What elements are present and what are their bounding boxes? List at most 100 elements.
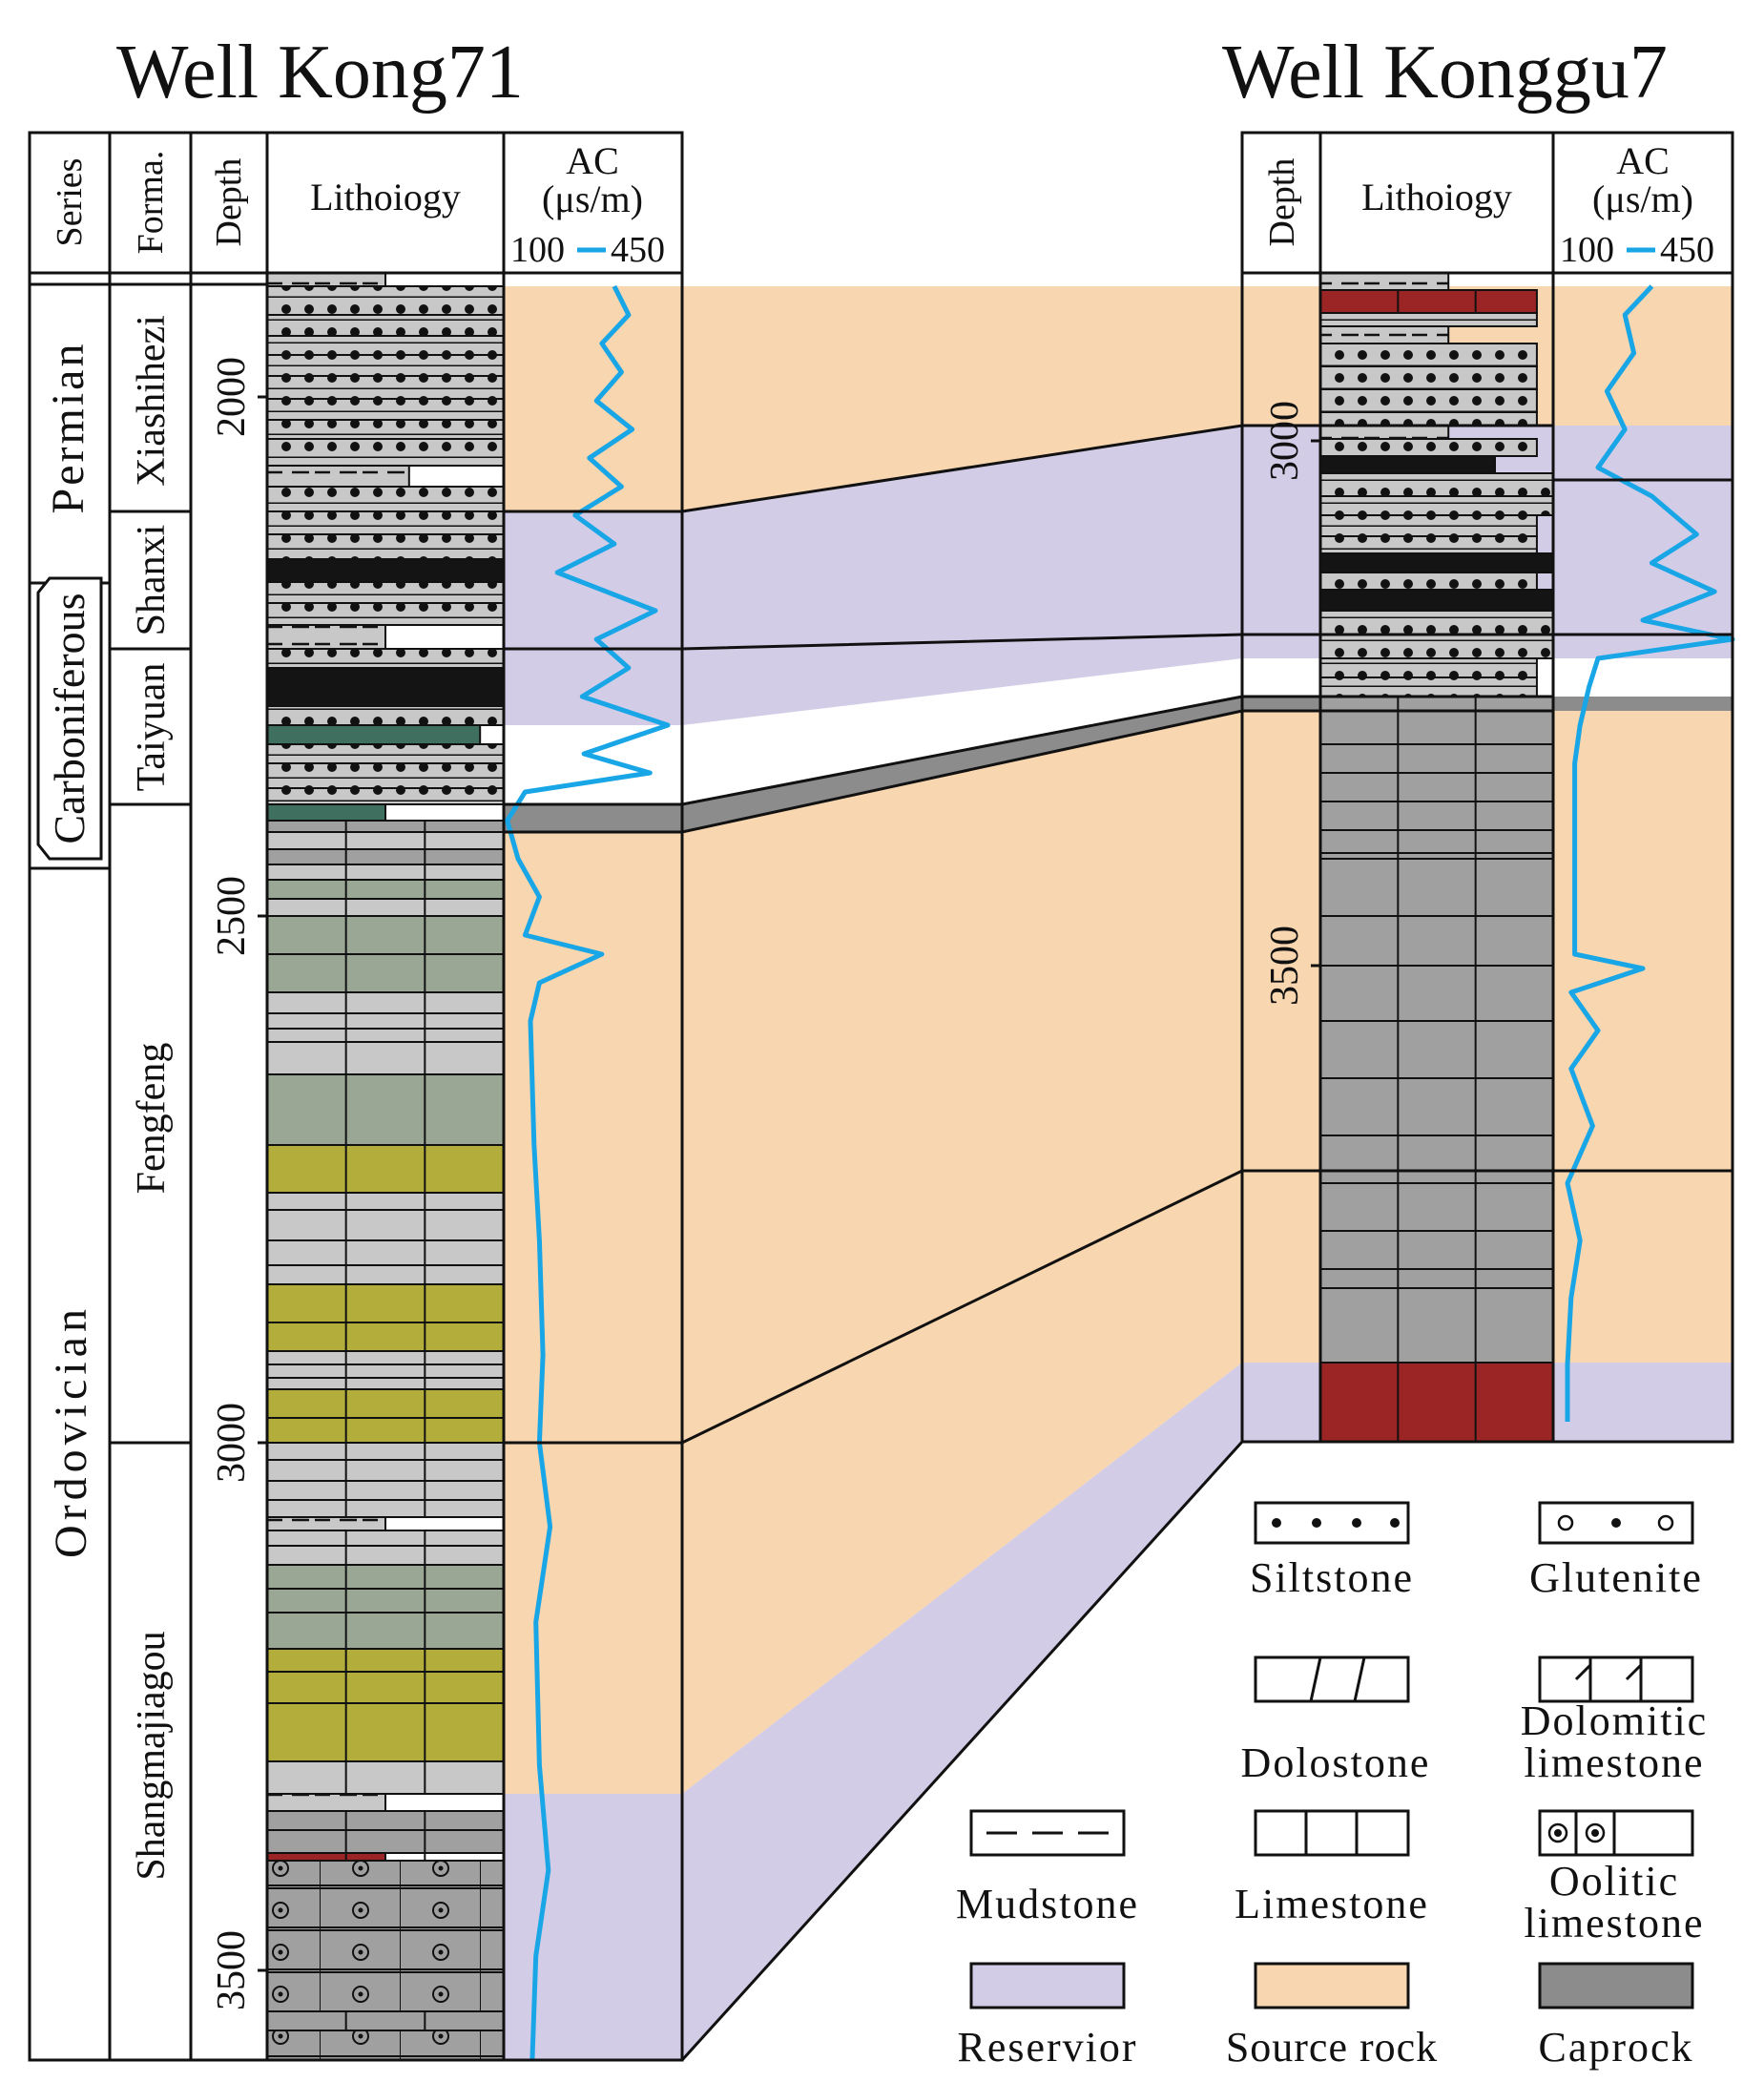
kong71-layer xyxy=(266,898,505,917)
kong71-layer xyxy=(266,787,505,805)
legend-source-rock-label: Source rock xyxy=(1226,2024,1438,2071)
kong71-layer xyxy=(266,314,505,337)
kong71-layer xyxy=(266,820,505,833)
kong71-layer xyxy=(266,1283,505,1323)
kong71-layer xyxy=(266,1417,505,1444)
series-header: Series xyxy=(50,158,90,247)
ac-header-title: AC xyxy=(566,139,619,182)
kong71-layer xyxy=(266,879,505,900)
konggu7-depth-ticks xyxy=(1311,439,1320,968)
legend-glutenite-swatch xyxy=(1538,1501,1694,1545)
kong71-layer xyxy=(266,1545,505,1566)
depth-label-3000: 3000 xyxy=(210,1403,254,1483)
kong71-layer xyxy=(266,335,505,356)
kong71-layer xyxy=(266,486,505,512)
legend-caprock-swatch xyxy=(1538,1962,1694,2009)
kong71-layer xyxy=(266,743,505,764)
legend-dolomitic-label-2: limestone xyxy=(1524,1739,1704,1786)
konggu7-frame xyxy=(1240,131,1734,1444)
konggu7-layer xyxy=(1319,289,1538,314)
legend-reservoir-swatch xyxy=(969,1962,1126,2009)
kong71-layer xyxy=(266,2010,505,2031)
legend-oolitic-label-2: limestone xyxy=(1524,1900,1704,1947)
legend-dolostone-swatch xyxy=(1254,1655,1410,1703)
konggu7-layer xyxy=(1319,915,1554,967)
ac-scale-min: 100 xyxy=(510,230,565,270)
konggu7-layer xyxy=(1319,858,1554,917)
corr-line-lower-reservoir-top xyxy=(680,1440,1244,2062)
kong71-layer xyxy=(266,285,505,316)
konggu7-layer xyxy=(1319,1020,1554,1079)
konggu7-layer xyxy=(1319,634,1554,659)
konggu7-layer xyxy=(1319,535,1538,554)
kong71-layer xyxy=(266,667,505,707)
konggu7-layer xyxy=(1319,710,1554,745)
kong71-layer xyxy=(266,419,505,440)
legend: Siltstone Glutenite Dolostone Dolomitic … xyxy=(956,1501,1708,2071)
konggu7-layer xyxy=(1319,657,1538,678)
legend-limestone-swatch xyxy=(1254,1809,1410,1857)
ac-scale-min-right: 100 xyxy=(1560,230,1614,270)
kong71-layer xyxy=(266,1702,505,1762)
kong71-layer xyxy=(266,705,505,726)
konggu7-layer xyxy=(1319,514,1538,537)
kong71-layer xyxy=(266,724,482,745)
kong71-layer xyxy=(266,624,386,650)
kong71-layer xyxy=(266,1860,505,1886)
depth-header: Depth xyxy=(209,158,249,247)
konggu7-layer xyxy=(1319,572,1538,591)
kong71-layer xyxy=(266,602,505,626)
kong71-layer xyxy=(266,1648,505,1673)
ac-scale-max-right: 450 xyxy=(1660,230,1714,270)
kong71-layer xyxy=(266,533,505,560)
legend-glutenite-label: Glutenite xyxy=(1529,1554,1703,1601)
kong71-layer xyxy=(266,1459,505,1482)
konggu7-layer xyxy=(1319,552,1554,573)
kong71-layer xyxy=(266,648,505,669)
kong71-layer xyxy=(266,398,505,421)
konggu7-layer xyxy=(1319,1362,1554,1443)
ac-header-unit-right: (μs/m) xyxy=(1592,177,1693,220)
legend-mudstone-swatch xyxy=(969,1809,1126,1857)
legend-siltstone-swatch xyxy=(1254,1501,1410,1545)
ac-scale-max: 450 xyxy=(611,230,665,270)
kong71-layer xyxy=(266,375,505,400)
kong71-layer xyxy=(266,1760,505,1795)
well-kong71-title: Well Kong71 xyxy=(116,31,524,115)
konggu7-layer xyxy=(1319,1135,1554,1184)
legend-source-rock-swatch xyxy=(1254,1962,1410,2009)
formation-fengfeng: Fengfeng xyxy=(130,1043,174,1195)
kong71-layer xyxy=(266,2030,505,2061)
kong71-layer xyxy=(266,803,386,822)
kong71-layer xyxy=(266,1810,505,1831)
kong71-layer xyxy=(266,1028,505,1043)
kong71-layer xyxy=(266,1671,505,1704)
kong71-ac-log-curve xyxy=(505,284,671,2061)
kong71-layer xyxy=(266,581,505,604)
kong71-layer xyxy=(266,991,505,1014)
kong71-layer xyxy=(266,1209,505,1241)
series-ordovician: Ordovician xyxy=(46,1304,96,1558)
kong71-layer xyxy=(266,1499,505,1518)
kong71-lithology-column xyxy=(266,272,505,2061)
konggu7-layer xyxy=(1319,312,1538,327)
series-carboniferous: Carboniferous xyxy=(45,593,93,843)
konggu7-layer xyxy=(1319,272,1450,291)
reservoir-band-lower xyxy=(504,1363,1733,2060)
kong71-layer xyxy=(266,1968,505,2012)
kong71-layer xyxy=(266,1530,505,1547)
depth-label-right-3000: 3000 xyxy=(1263,401,1307,481)
legend-oolitic-limestone-swatch xyxy=(1538,1809,1694,1857)
kong71-layer xyxy=(266,1588,505,1614)
konggu7-layer xyxy=(1319,438,1538,457)
konggu7-layer xyxy=(1319,1268,1554,1289)
konggu7-layer xyxy=(1319,829,1554,854)
correlation-lines xyxy=(504,424,1733,2062)
konggu7-layer xyxy=(1319,495,1554,516)
ac-header-unit: (μs/m) xyxy=(542,177,643,220)
legend-dolomitic-label-1: Dolomitic xyxy=(1521,1697,1708,1744)
formation-shangmajiagou: Shangmajiagou xyxy=(130,1631,174,1880)
kong71-layer xyxy=(266,438,505,467)
konggu7-lithology-column xyxy=(1319,272,1554,1443)
kong71-layer xyxy=(266,1388,505,1419)
